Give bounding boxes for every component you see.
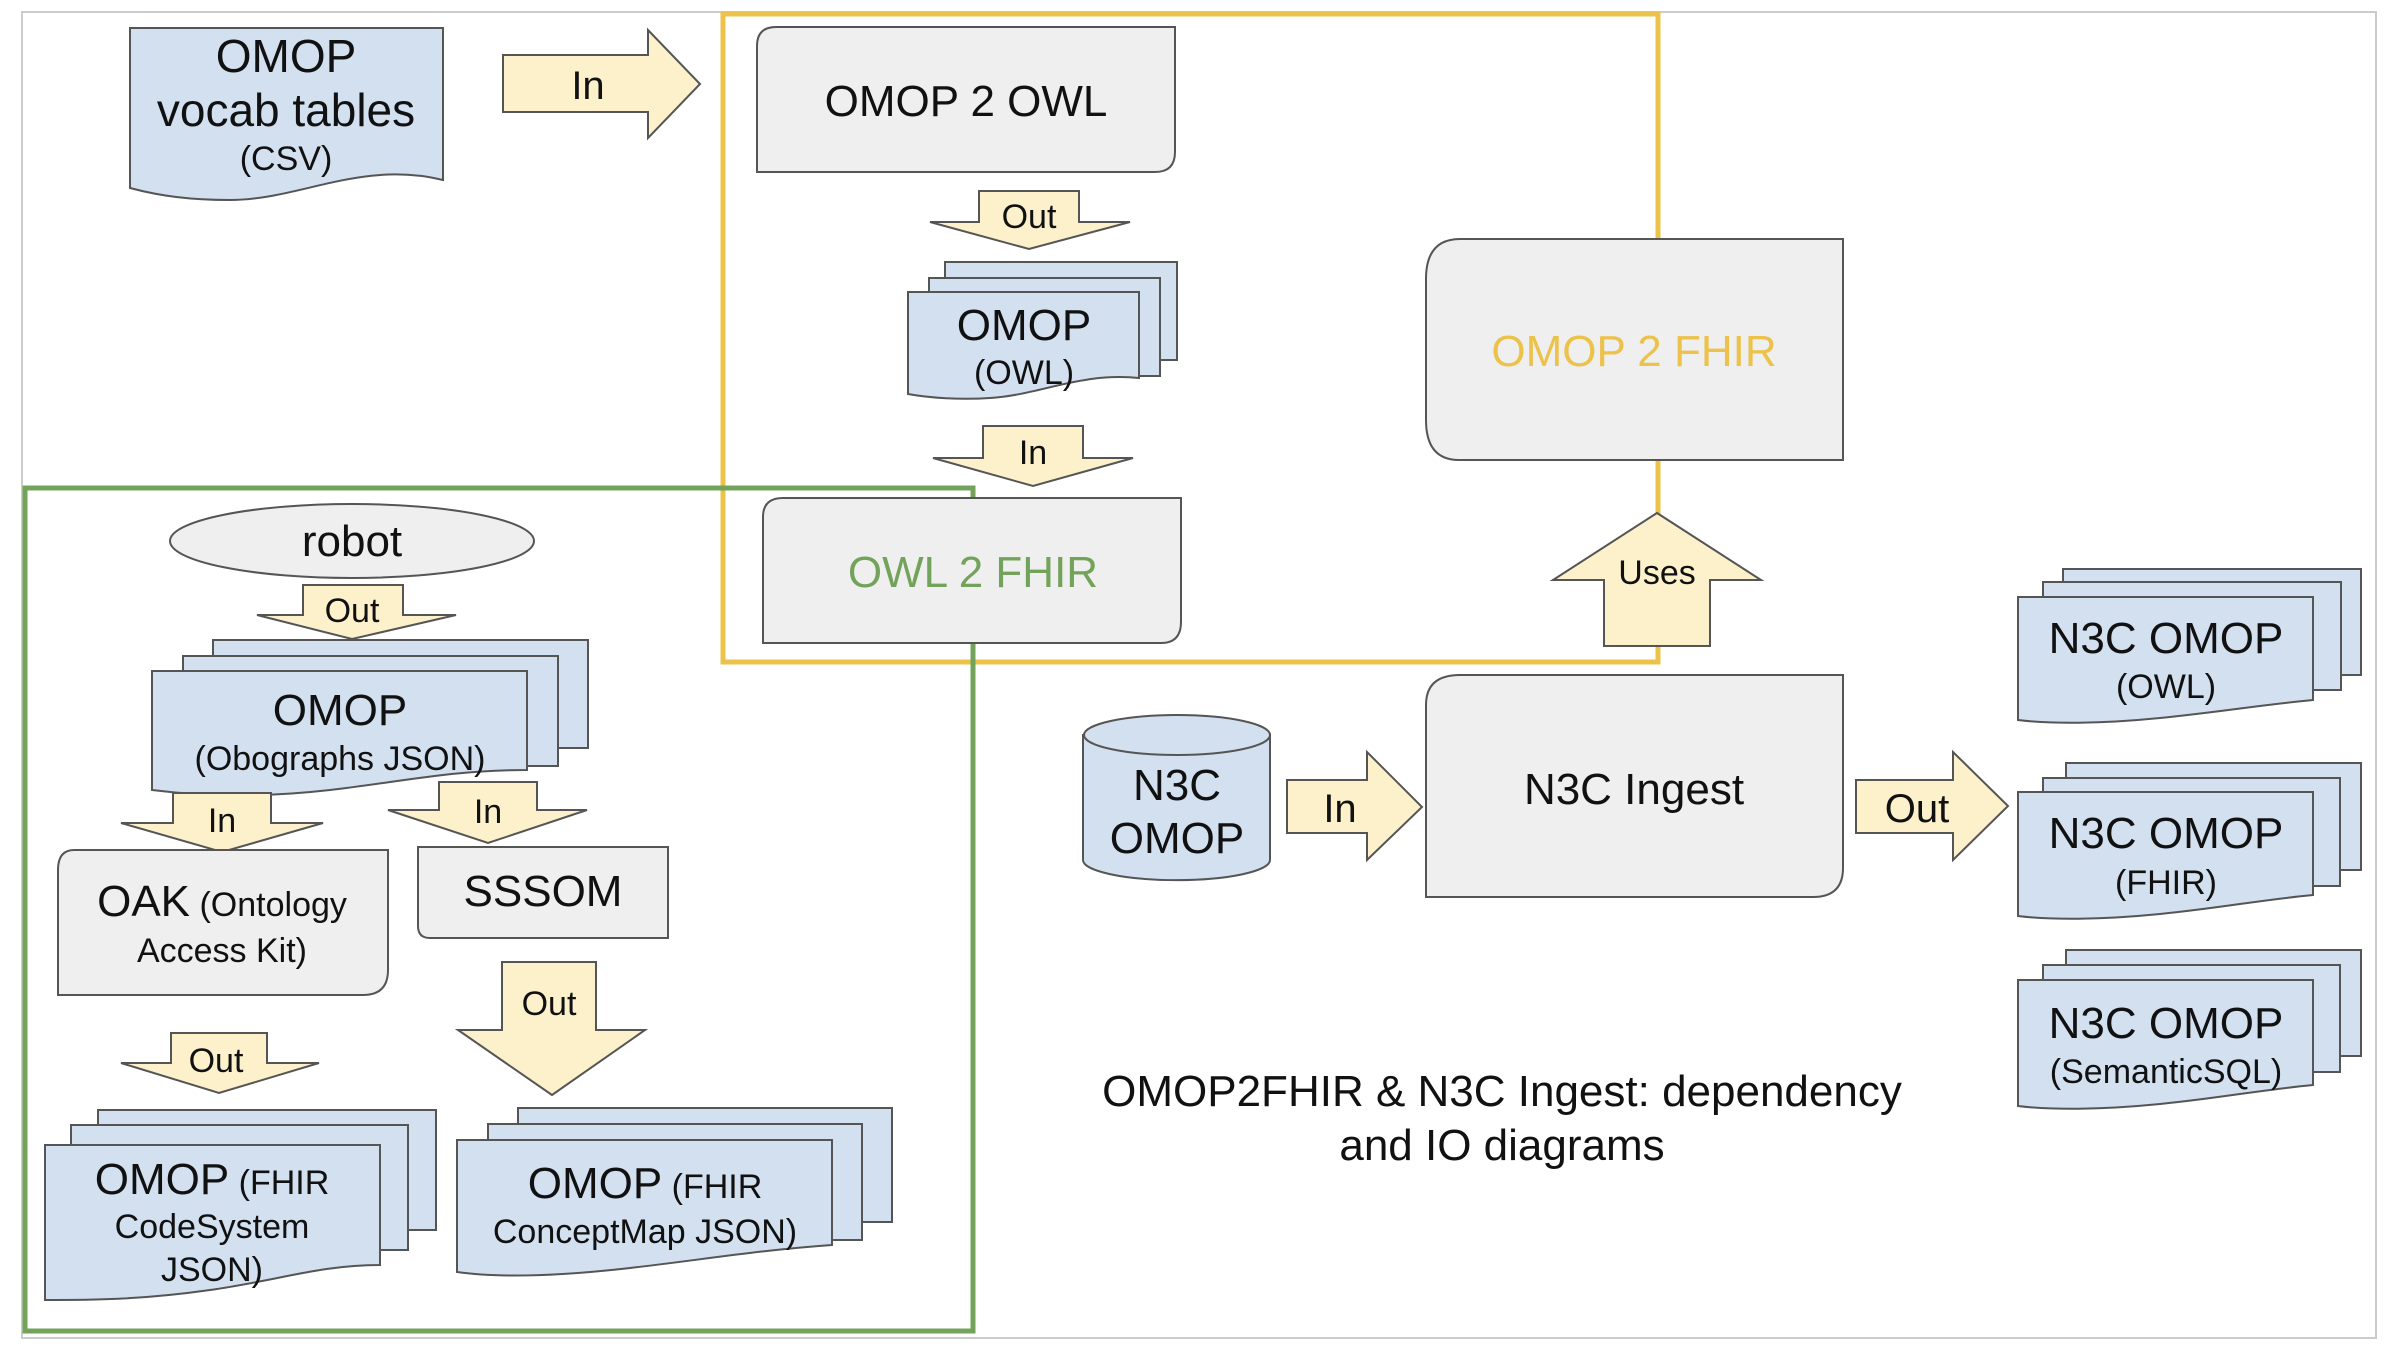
n3c-omop-owl-line1: N3C OMOP	[2049, 614, 2284, 663]
omop-conceptmap-document-stack: OMOP (FHIR ConceptMap JSON)	[456, 1107, 893, 1277]
n3c-omop-fhir-line2: (FHIR)	[2115, 864, 2217, 902]
n3c-omop-owl-line2: (OWL)	[2116, 668, 2216, 706]
oak-out-arrow: Out	[120, 1032, 320, 1095]
omop-obographs-line1: OMOP	[273, 686, 407, 735]
omop2owl-out-arrow: Out	[929, 190, 1131, 251]
n3c-omop-db-line2: OMOP	[1110, 814, 1244, 863]
oak-process: OAK (Ontology Access Kit)	[57, 849, 389, 996]
omop2fhir-label: OMOP 2 FHIR	[1491, 327, 1776, 376]
owl2fhir-process: OWL 2 FHIR	[762, 497, 1182, 644]
caption-line2: and IO diagrams	[1339, 1121, 1664, 1170]
robot-out-label: Out	[325, 592, 380, 630]
omop-conceptmap-big: OMOP	[528, 1159, 662, 1208]
n3c-out-arrow: Out	[1855, 749, 2010, 863]
omop2owl-out-label: Out	[1002, 198, 1057, 236]
owl2fhir-label: OWL 2 FHIR	[848, 548, 1098, 597]
sssom-in-arrow: In	[387, 781, 588, 845]
omop-conceptmap-small: (FHIR	[662, 1168, 762, 1206]
oak-small-label: (Ontology	[190, 886, 347, 924]
n3c-ingest-process: N3C Ingest	[1425, 674, 1844, 898]
omop-obographs-document-stack: OMOP (Obographs JSON)	[151, 639, 589, 797]
n3c-out-label: Out	[1885, 787, 1949, 831]
owl-in-arrow: In	[932, 425, 1134, 488]
owl-in-label: In	[1019, 434, 1047, 472]
n3c-ingest-label: N3C Ingest	[1524, 765, 1744, 814]
vocab-in-label: In	[571, 64, 604, 108]
diagram-caption: OMOP2FHIR & N3C Ingest: dependency and I…	[1102, 1067, 1902, 1170]
oak-container	[22, 485, 976, 1334]
sssom-label: SSSOM	[464, 867, 623, 916]
omop-owl-line1: OMOP	[957, 301, 1091, 350]
n3c-omop-semanticsql-line1: N3C OMOP	[2049, 999, 2284, 1048]
n3c-in-arrow: In	[1286, 749, 1424, 863]
omop-owl-line2: (OWL)	[974, 354, 1074, 392]
uses-label: Uses	[1618, 554, 1695, 592]
omop-codesystem-small: (FHIR	[229, 1164, 329, 1202]
robot-label: robot	[302, 517, 402, 566]
omop-conceptmap-line1: OMOP (FHIR	[528, 1159, 763, 1208]
oak-in-label: In	[208, 802, 236, 840]
sssom-in-label: In	[474, 793, 502, 831]
omop-vocab-line2: vocab tables	[157, 84, 415, 136]
omop-obographs-line2: (Obographs JSON)	[195, 740, 486, 778]
oak-label-line1: OAK (Ontology	[97, 877, 347, 926]
n3c-omop-fhir-document-stack: N3C OMOP (FHIR)	[2017, 762, 2362, 920]
omop-owl-document-stack: OMOP (OWL)	[907, 261, 1178, 400]
omop-vocab-tables-document: OMOP vocab tables (CSV)	[129, 27, 444, 202]
uses-arrow: Uses	[1549, 511, 1765, 647]
n3c-in-label: In	[1323, 787, 1356, 831]
omop-codesystem-big: OMOP	[95, 1155, 229, 1204]
omop-vocab-line1: OMOP	[216, 30, 357, 82]
robot-out-arrow: Out	[256, 584, 457, 641]
oak-out-label: Out	[189, 1042, 244, 1080]
n3c-omop-fhir-line1: N3C OMOP	[2049, 809, 2284, 858]
n3c-omop-db-line1: N3C	[1133, 761, 1221, 810]
robot-tool: robot	[169, 503, 535, 579]
oak-big-label: OAK	[97, 877, 190, 926]
n3c-omop-semanticsql-document-stack: N3C OMOP (SemanticSQL)	[2017, 949, 2362, 1110]
omop-codesystem-line1: OMOP (FHIR	[95, 1155, 330, 1204]
omop-codesystem-line2: CodeSystem	[115, 1208, 310, 1246]
n3c-omop-semanticsql-line2: (SemanticSQL)	[2050, 1053, 2282, 1091]
oak-in-arrow: In	[120, 792, 324, 854]
sssom-process: SSSOM	[417, 846, 669, 939]
oak-label-line2: Access Kit)	[137, 932, 307, 970]
omop2fhir-process: OMOP 2 FHIR	[1425, 238, 1844, 461]
vocab-in-arrow: In	[502, 27, 702, 141]
omop-conceptmap-line2: ConceptMap JSON)	[493, 1213, 797, 1251]
omop2owl-label: OMOP 2 OWL	[825, 77, 1108, 126]
sssom-out-label: Out	[522, 985, 577, 1023]
sssom-out-arrow: Out	[454, 961, 649, 1097]
omop2owl-process: OMOP 2 OWL	[756, 26, 1176, 173]
omop-codesystem-document-stack: OMOP (FHIR CodeSystem JSON)	[44, 1109, 437, 1302]
caption-line1: OMOP2FHIR & N3C Ingest: dependency	[1102, 1067, 1902, 1116]
omop-vocab-line3: (CSV)	[240, 140, 333, 178]
n3c-omop-database: N3C OMOP	[1082, 714, 1271, 882]
omop-codesystem-line3: JSON)	[161, 1251, 263, 1289]
n3c-omop-owl-document-stack: N3C OMOP (OWL)	[2017, 568, 2362, 724]
